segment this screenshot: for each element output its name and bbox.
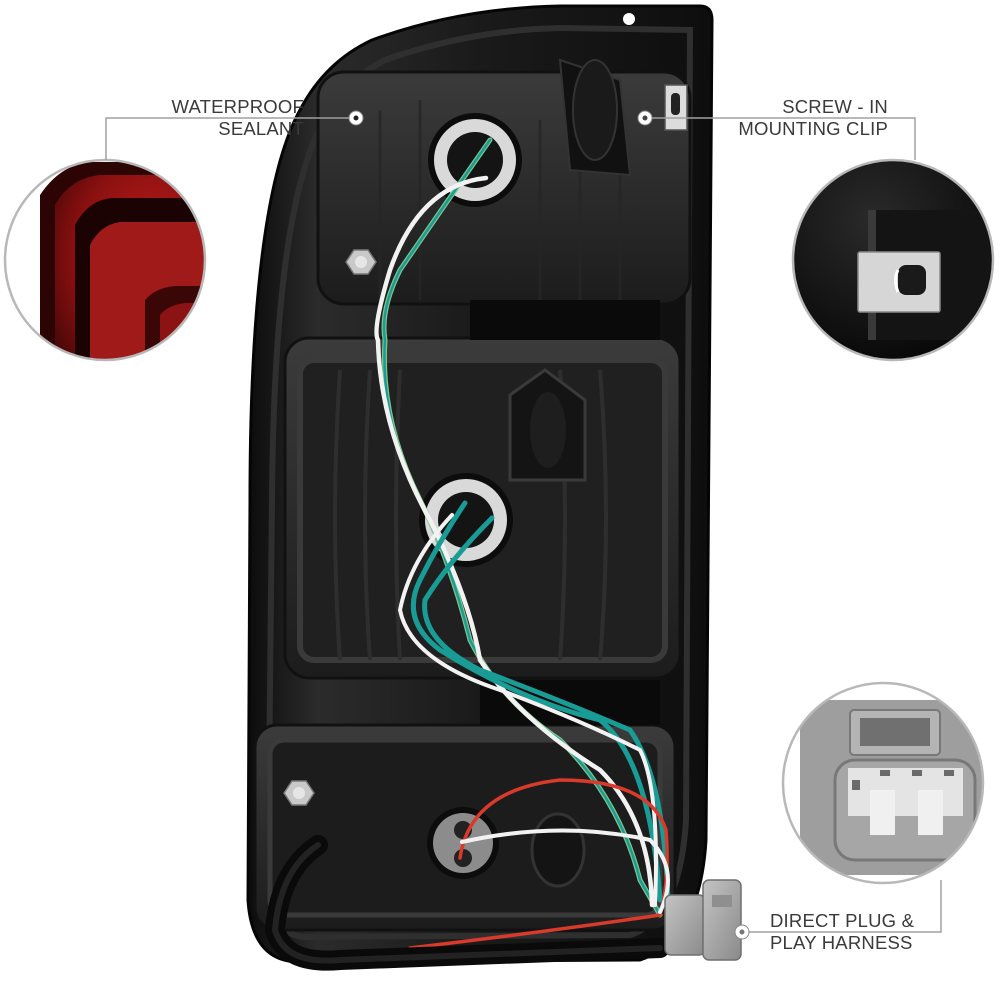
harness-connector-icon	[664, 879, 742, 961]
callout-dot-clip-icon	[637, 110, 653, 126]
callout-dot-sealant-icon	[348, 110, 364, 126]
callout-label-line1: SCREW - IN	[782, 96, 888, 117]
mounting-hole-icon	[623, 13, 635, 25]
tail-light-housing	[246, 4, 742, 971]
callout-dot-harness-icon	[734, 924, 750, 940]
callout-lines	[105, 117, 942, 933]
callout-label-line1: WATERPROOF	[171, 96, 304, 117]
callout-label-line2: SEALANT	[218, 118, 304, 139]
callout-label-line1: DIRECT PLUG &	[770, 910, 915, 931]
hex-nut-lower-icon	[283, 780, 315, 806]
callout-label-plug-and-play-harness: DIRECT PLUG & PLAY HARNESS	[770, 910, 914, 954]
detail-circle-connector	[781, 681, 985, 885]
detail-circle-mounting-clip	[791, 158, 995, 362]
callout-label-mounting-clip: SCREW - IN MOUNTING CLIP	[738, 96, 888, 140]
detail-circle-red-lens	[3, 158, 207, 362]
callout-label-line2: PLAY HARNESS	[770, 932, 913, 953]
callout-label-waterproof-sealant: WATERPROOF SEALANT	[171, 96, 304, 140]
wiring	[374, 137, 671, 950]
hex-nut-upper-icon	[345, 249, 377, 275]
callout-label-line2: MOUNTING CLIP	[738, 118, 888, 139]
